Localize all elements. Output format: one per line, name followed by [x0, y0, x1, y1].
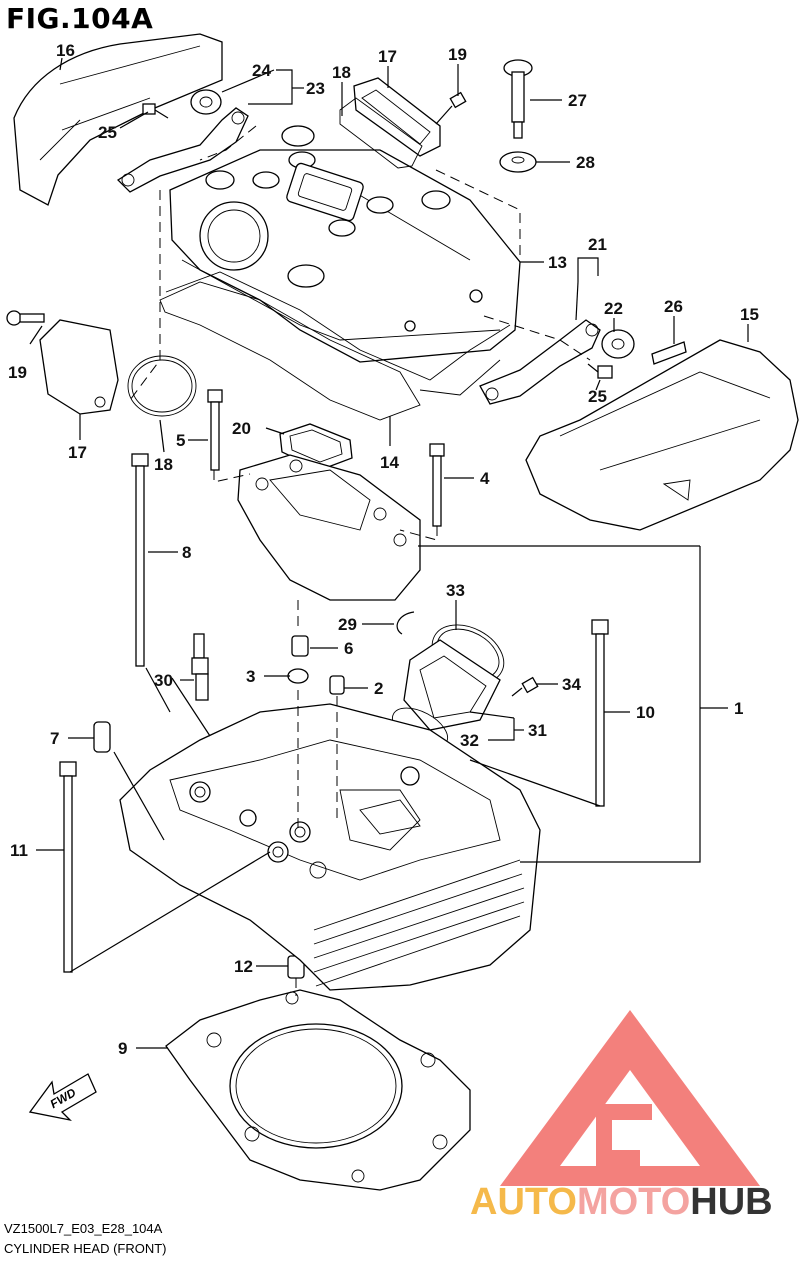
callouts: 16 24 23 25 18 17 19 27 28 21 13 22 26 1… [8, 41, 759, 1058]
callout-18-left: 18 [154, 455, 173, 474]
callout-28: 28 [576, 153, 595, 172]
part-11-bolt [59, 761, 77, 973]
callout-16: 16 [56, 41, 75, 60]
callout-14: 14 [380, 453, 399, 472]
part-3-o-ring [287, 668, 309, 684]
callout-22: 22 [604, 299, 623, 318]
part-34-screw [511, 676, 539, 697]
callout-7: 7 [50, 729, 59, 748]
part-9-head-gasket [165, 989, 471, 1191]
callout-5: 5 [176, 431, 185, 450]
part-5-bolt [207, 389, 223, 471]
callout-4: 4 [480, 469, 490, 488]
watermark-brand-auto: AUTO [470, 1181, 577, 1223]
part-30-spark-plug [191, 633, 209, 701]
part-27-stud-bolt [503, 59, 533, 139]
callout-12: 12 [234, 957, 253, 976]
callout-31: 31 [528, 721, 547, 740]
part-25-bolt-left [142, 103, 169, 119]
part-13-cylinder-head-cover [169, 125, 521, 363]
callout-20: 20 [232, 419, 251, 438]
part-17-cap-left [39, 319, 119, 415]
intake-joint-block [237, 454, 421, 601]
footer-model-code: VZ1500L7_E03_E28_104A [4, 1221, 163, 1236]
part-21-bracket-right [479, 319, 601, 405]
callout-9: 9 [118, 1039, 127, 1058]
callout-29: 29 [338, 615, 357, 634]
figure-title: FIG.104A [6, 2, 154, 35]
part-23-bracket-left [116, 107, 249, 193]
part-24-rubber-washer-left [190, 89, 222, 115]
part-6-dowel-pin [291, 635, 309, 657]
part-2-dowel-pin [329, 675, 345, 695]
callout-6: 6 [344, 639, 353, 658]
part-29-clip [396, 611, 415, 635]
watermark-triangle [500, 1010, 760, 1186]
watermark-brand-hub: HUB [690, 1181, 772, 1223]
part-25-bolt-right [587, 363, 613, 379]
callout-33: 33 [446, 581, 465, 600]
fwd-arrow: FWD [28, 1073, 97, 1122]
callout-19-top: 19 [448, 45, 467, 64]
callout-25-right: 25 [588, 387, 607, 406]
watermark-brand: AUTOMOTOHUB [470, 1181, 773, 1223]
callout-11: 11 [10, 841, 28, 860]
callout-15: 15 [740, 305, 759, 324]
callout-32: 32 [460, 731, 479, 750]
part-18-o-ring-top [339, 97, 423, 169]
callout-26: 26 [664, 297, 683, 316]
part-4-bolt [429, 443, 445, 527]
part-17-cap-top [353, 77, 441, 157]
part-18-o-ring-left [127, 355, 197, 417]
callout-27: 27 [568, 91, 587, 110]
assembly-lines [129, 125, 591, 996]
part-22-rubber-washer-right [601, 329, 635, 359]
callout-34: 34 [562, 675, 581, 694]
part-1-cylinder-head [119, 703, 541, 991]
callout-8: 8 [182, 543, 191, 562]
part-16-side-cover [13, 33, 223, 206]
callout-13: 13 [548, 253, 567, 272]
callout-19-left: 19 [8, 363, 27, 382]
callout-10: 10 [636, 703, 655, 722]
part-7-plug [93, 721, 111, 753]
callout-21: 21 [588, 235, 607, 254]
watermark-brand-moto: MOTO [577, 1181, 690, 1223]
callout-3: 3 [246, 667, 255, 686]
part-31-intake-pipe [403, 639, 501, 731]
part-14-head-cover-gasket [159, 271, 511, 421]
callout-2: 2 [374, 679, 383, 698]
callout-17-left: 17 [68, 443, 87, 462]
part-10-bolt [591, 619, 609, 807]
leader-lines [29, 57, 749, 1049]
part-19-bolt-top [435, 91, 467, 125]
part-15-side-cover-right [525, 339, 799, 531]
callout-18-top: 18 [332, 63, 351, 82]
callout-17-top: 17 [378, 47, 397, 66]
watermark-logo [500, 1010, 760, 1186]
part-26-pad [651, 341, 687, 365]
callout-23: 23 [306, 79, 325, 98]
part-28-cushion [499, 151, 537, 173]
callout-25-left: 25 [98, 123, 117, 142]
part-19-bolt-left [6, 310, 45, 326]
callout-24: 24 [252, 61, 271, 80]
footer-section-name: CYLINDER HEAD (FRONT) [4, 1241, 167, 1256]
callout-30: 30 [154, 671, 173, 690]
part-8-bolt [131, 453, 149, 667]
callout-1: 1 [734, 699, 743, 718]
